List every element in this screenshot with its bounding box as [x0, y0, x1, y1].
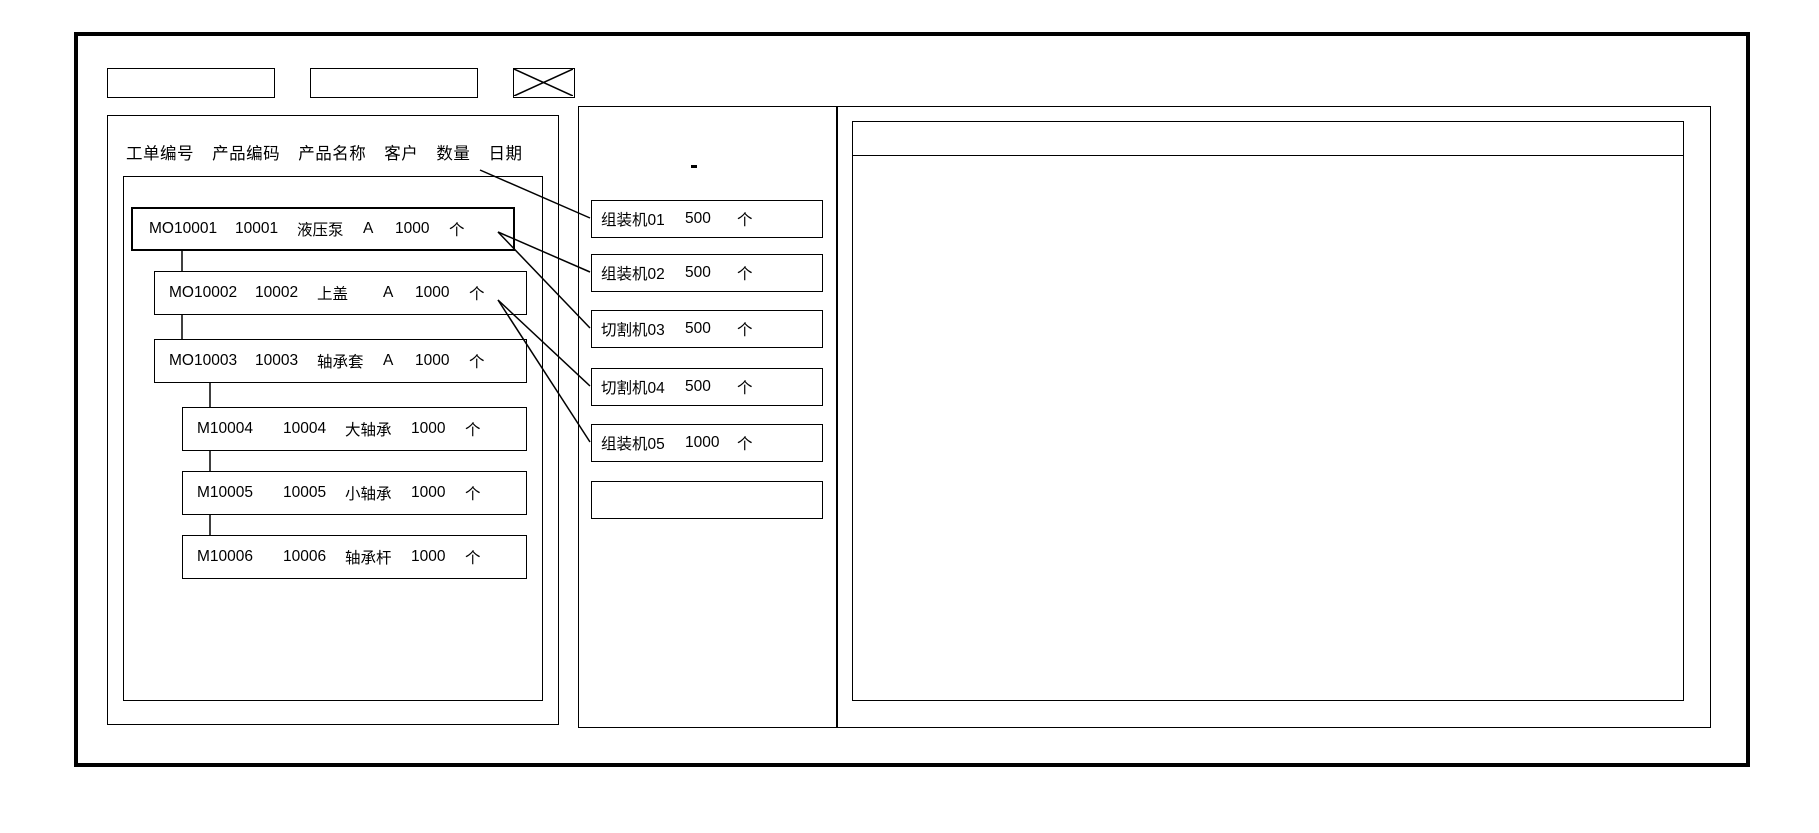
tree-row-mo10002[interactable]: MO10002 10002 上盖 A 1000 个: [154, 271, 527, 315]
column-header-customer: 客户: [384, 145, 419, 163]
machine-box-zuzhuangji05[interactable]: 组装机05 1000 个: [591, 424, 823, 462]
tree-row-mo10003[interactable]: MO10003 10003 轴承套 A 1000 个: [154, 339, 527, 383]
machine-schedule-panel: 组装机01 500 个 组装机02 500 个 切割机03 500 个 切割机0…: [578, 106, 837, 728]
cell-product-name: 大轴承: [345, 422, 392, 439]
machine-unit: 个: [737, 212, 753, 229]
cell-quantity: 1000: [411, 420, 446, 437]
toolbar: [107, 68, 575, 98]
machine-name: 组装机02: [601, 266, 665, 283]
toolbar-field-1[interactable]: [107, 68, 275, 98]
tree-row-mo10001[interactable]: MO10001 10001 液压泵 A 1000 个: [131, 207, 515, 251]
machine-box-empty[interactable]: [591, 481, 823, 519]
cell-order-no: M10004: [197, 420, 254, 437]
cell-product-name: 轴承套: [317, 354, 364, 371]
cell-product-code: 10004: [283, 420, 327, 437]
tree-row-m10006[interactable]: M10006 10006 轴承杆 1000 个: [182, 535, 527, 579]
crossed-box-icon[interactable]: [513, 68, 575, 98]
cell-customer: A: [383, 284, 394, 301]
cell-unit: 个: [449, 222, 465, 239]
cell-quantity: 1000: [415, 284, 450, 301]
cell-product-code: 10006: [283, 548, 327, 565]
cell-product-name: 上盖: [317, 286, 349, 303]
toolbar-field-2[interactable]: [310, 68, 478, 98]
cell-quantity: 1000: [415, 352, 450, 369]
cell-customer: A: [383, 352, 394, 369]
machine-name: 组装机05: [601, 436, 665, 453]
machine-name: 组装机01: [601, 212, 665, 229]
machine-box-zuzhuangji01[interactable]: 组装机01 500 个: [591, 200, 823, 238]
machine-box-zuzhuangji02[interactable]: 组装机02 500 个: [591, 254, 823, 292]
detail-grid-panel: [837, 106, 1711, 728]
tree-node-list: MO10001 10001 液压泵 A 1000 个 MO10002 10002…: [124, 177, 542, 700]
column-header-product-name: 产品名称: [298, 145, 367, 163]
tree-row-m10004[interactable]: M10004 10004 大轴承 1000 个: [182, 407, 527, 451]
application-window: 工单编号 产品编码 产品名称 客户 数量 日期: [74, 32, 1750, 767]
cell-order-no: MO10003: [169, 352, 238, 369]
machine-qty: 500: [685, 378, 711, 395]
cell-product-name: 小轴承: [345, 486, 392, 503]
cell-unit: 个: [469, 354, 485, 371]
cell-unit: 个: [465, 550, 481, 567]
detail-grid-body[interactable]: [853, 156, 1683, 700]
column-header-order-no: 工单编号: [126, 145, 194, 163]
cell-order-no: M10006: [197, 548, 254, 565]
cell-product-name: 轴承杆: [345, 550, 392, 567]
machine-name: 切割机03: [601, 322, 665, 339]
cell-customer: A: [363, 220, 374, 237]
machine-unit: 个: [737, 266, 753, 283]
tree-row-m10005[interactable]: M10005 10005 小轴承 1000 个: [182, 471, 527, 515]
machine-unit: 个: [737, 322, 753, 339]
cell-quantity: 1000: [395, 220, 430, 237]
cell-product-code: 10003: [255, 352, 299, 369]
machine-name: 切割机04: [601, 380, 665, 397]
detail-grid[interactable]: [852, 121, 1684, 701]
machine-unit: 个: [737, 436, 753, 453]
column-header-date: 日期: [488, 145, 523, 163]
cell-order-no: M10005: [197, 484, 254, 501]
cell-product-code: 10002: [255, 284, 299, 301]
cell-order-no: MO10001: [149, 220, 218, 237]
cell-quantity: 1000: [411, 548, 446, 565]
tree-area: MO10001 10001 液压泵 A 1000 个 MO10002 10002…: [123, 176, 543, 701]
tree-column-headers: 工单编号 产品编码 产品名称 客户 数量 日期: [126, 140, 522, 164]
cell-unit: 个: [465, 422, 481, 439]
cell-quantity: 1000: [411, 484, 446, 501]
machine-box-qiegeji03[interactable]: 切割机03 500 个: [591, 310, 823, 348]
cell-order-no: MO10002: [169, 284, 238, 301]
cell-product-name: 液压泵: [297, 222, 344, 239]
work-order-tree-panel: 工单编号 产品编码 产品名称 客户 数量 日期: [107, 115, 559, 725]
cell-unit: 个: [465, 486, 481, 503]
column-header-quantity: 数量: [436, 145, 471, 163]
machine-unit: 个: [737, 380, 753, 397]
cell-unit: 个: [469, 286, 485, 303]
dash-marker-icon: [691, 165, 697, 168]
machine-qty: 1000: [685, 434, 720, 451]
machine-qty: 500: [685, 320, 711, 337]
machine-qty: 500: [685, 264, 711, 281]
cell-product-code: 10005: [283, 484, 327, 501]
cell-product-code: 10001: [235, 220, 279, 237]
detail-grid-header: [853, 122, 1683, 156]
column-header-product-code: 产品编码: [212, 145, 281, 163]
machine-box-qiegeji04[interactable]: 切割机04 500 个: [591, 368, 823, 406]
machine-qty: 500: [685, 210, 711, 227]
